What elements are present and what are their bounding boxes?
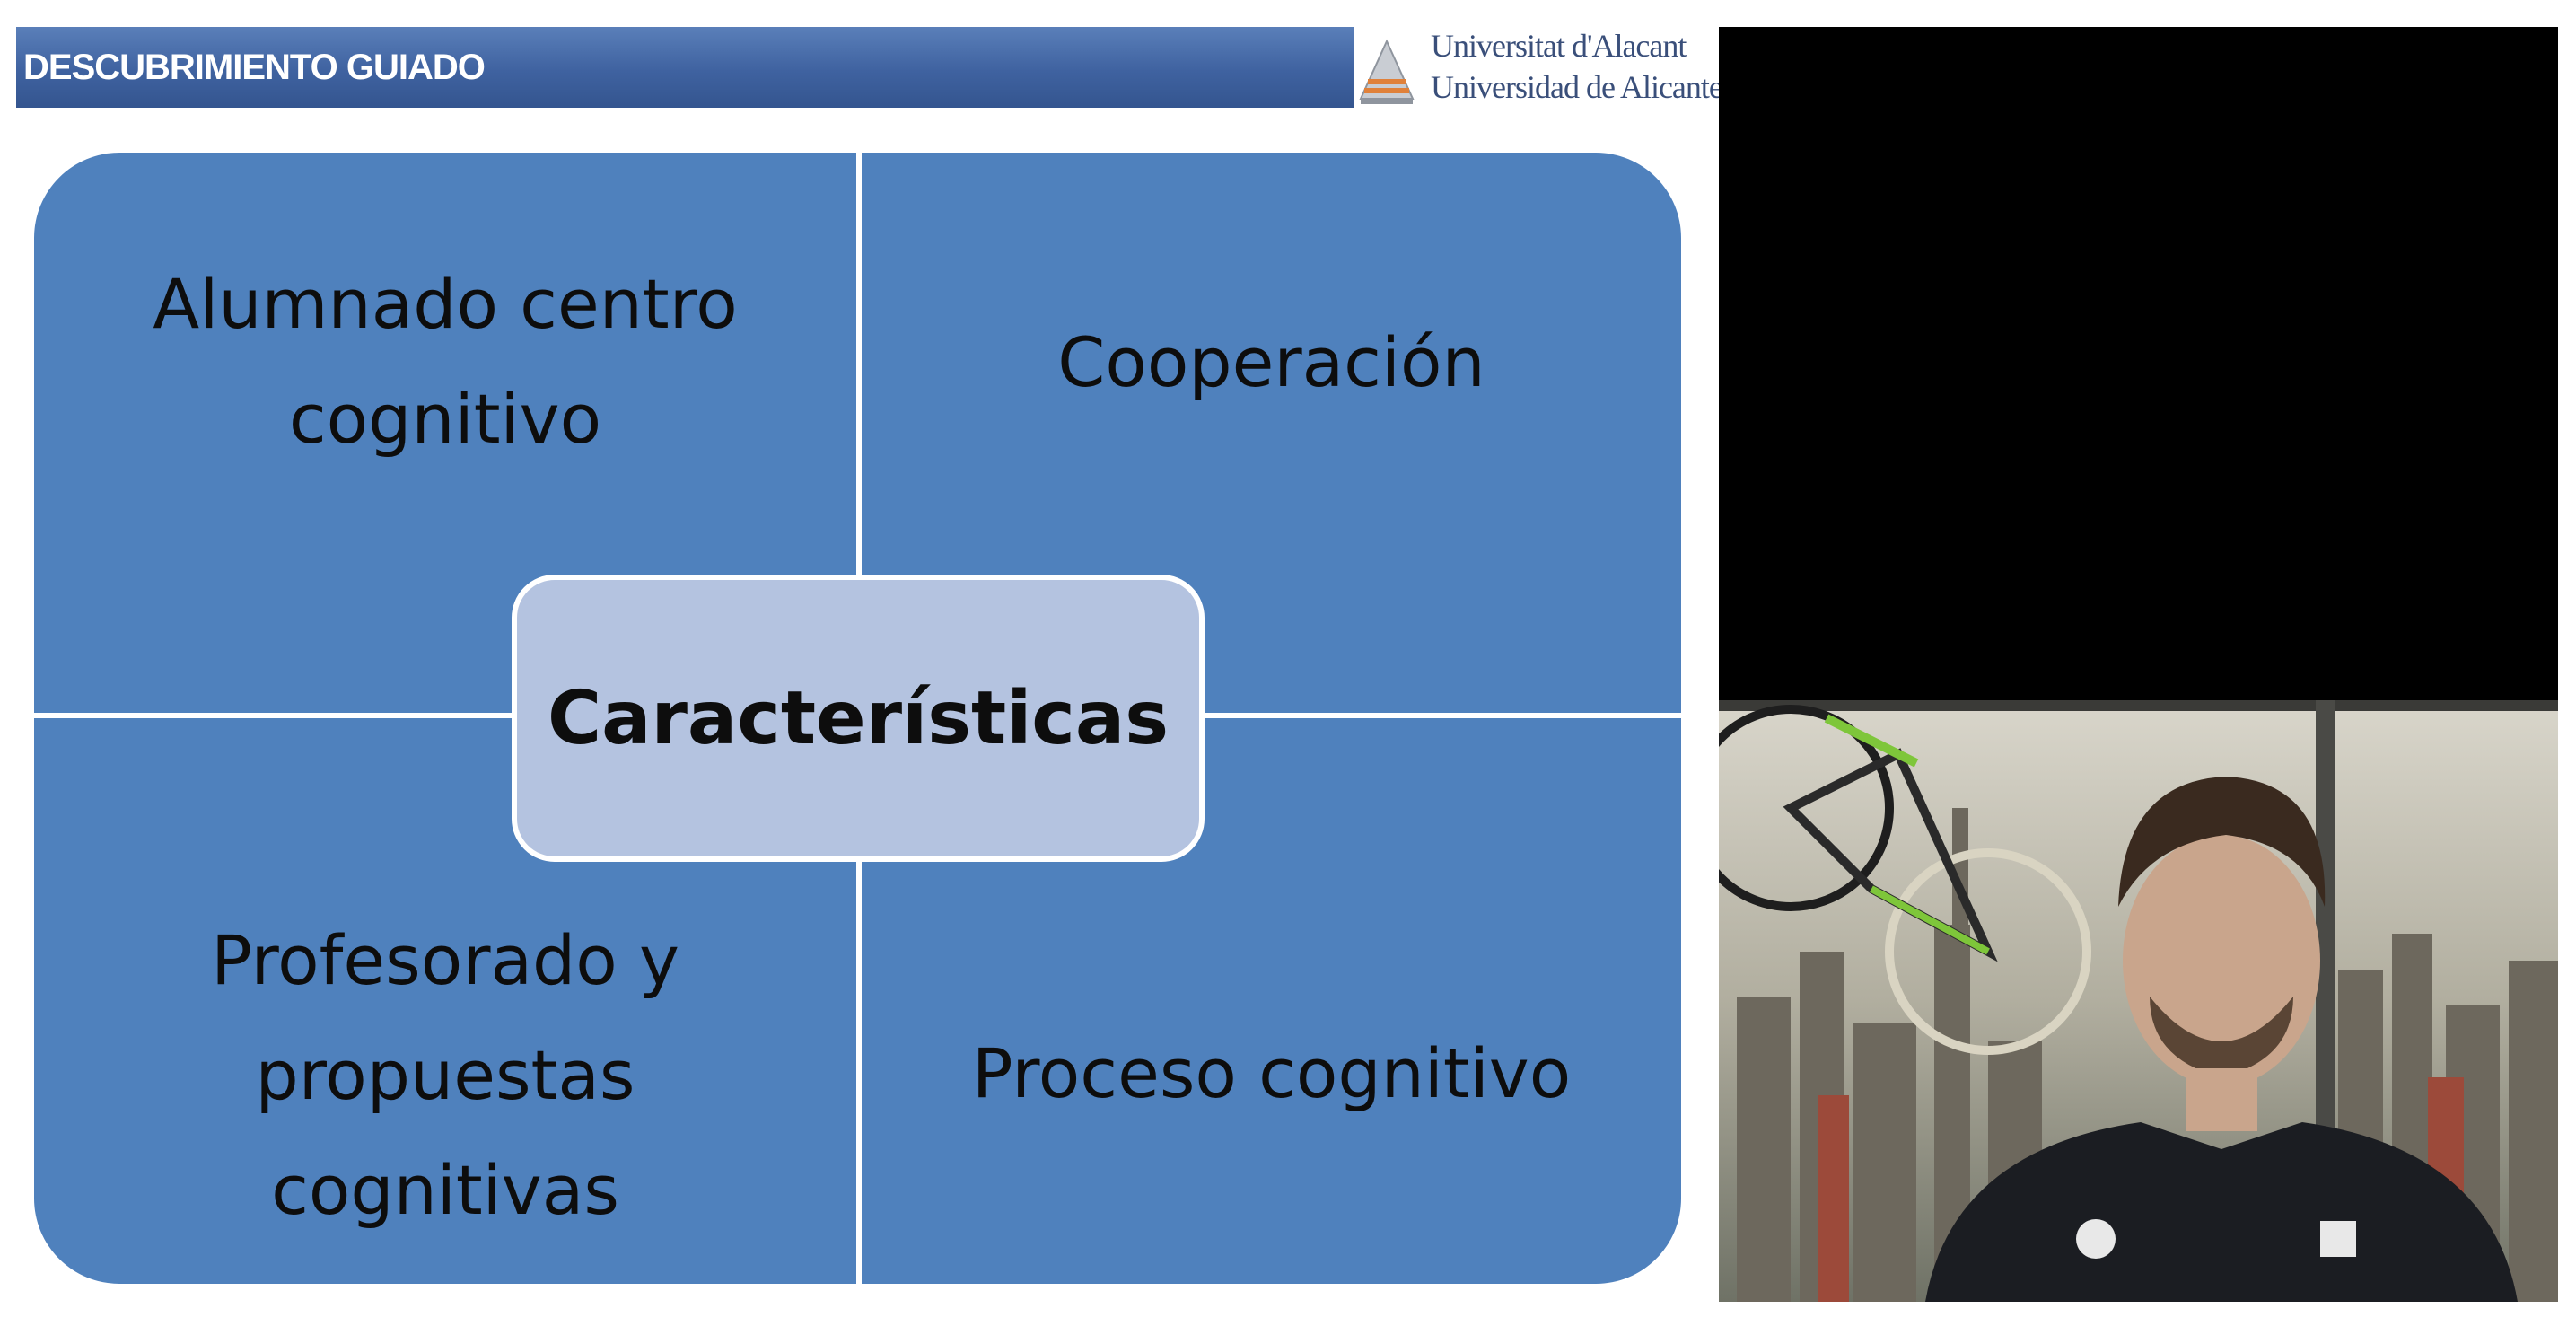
logo-text-valencian: Universitat d'Alacant: [1431, 28, 1687, 64]
center-label-box: Características: [512, 575, 1205, 862]
quadrant-top-left-line-2: cognitivo: [288, 379, 602, 459]
center-label: Características: [547, 675, 1170, 761]
presentation-slide: DESCUBRIMIENTO GUIADO Universitat d'Alac…: [16, 27, 1723, 1284]
quadrant-top-right-line-1: Cooperación: [1057, 322, 1485, 402]
bottom-border: [0, 1302, 2576, 1326]
slide-title: DESCUBRIMIENTO GUIADO: [23, 48, 486, 87]
empty-video-area: [1719, 27, 2558, 700]
quadrant-bottom-right-line-1: Proceso cognitivo: [971, 1033, 1572, 1113]
presenter-webcam-feed: [1719, 700, 2558, 1302]
webcam-scene-icon: [1719, 700, 2558, 1302]
quadrant-top-right: Cooperación: [862, 153, 1681, 713]
quadrant-top-left-line-1: Alumnado centro: [153, 264, 738, 344]
quadrant-top-left: Alumnado centro cognitivo: [34, 153, 856, 713]
logo-text-spanish: Universidad de Alicante: [1431, 69, 1723, 105]
slide-header-banner: DESCUBRIMIENTO GUIADO: [16, 27, 1362, 108]
university-logo-icon: [1355, 32, 1418, 110]
quadrant-bottom-left-line-3: cognitivas: [271, 1150, 619, 1230]
quadrant-bottom-left: Profesorado y propuestas cognitivas: [34, 718, 856, 1284]
university-logo: Universitat d'Alacant Universidad de Ali…: [1354, 27, 1723, 117]
quadrant-bottom-left-line-1: Profesorado y: [211, 920, 679, 1000]
quadrant-bottom-right: Proceso cognitivo: [862, 718, 1681, 1284]
quadrant-bottom-left-line-2: propuestas: [255, 1035, 635, 1115]
